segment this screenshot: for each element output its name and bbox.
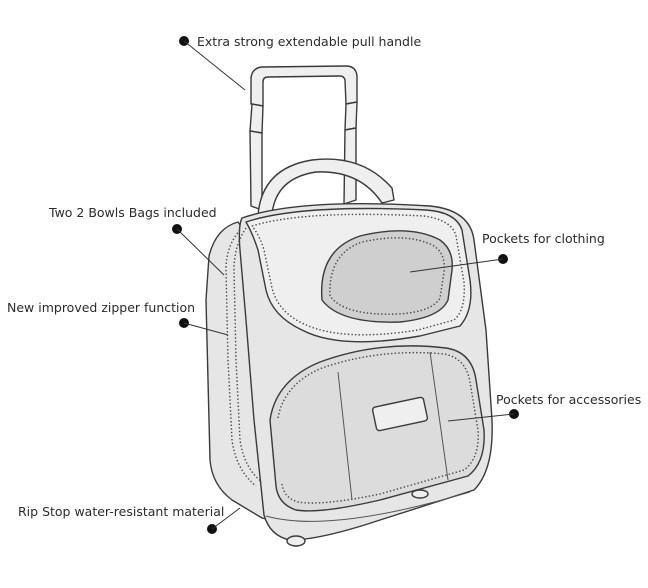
callout-bowls-bags: Two 2 Bowls Bags included [48,205,225,276]
callout-pockets-clothing: Pockets for clothing [409,231,605,273]
label-zipper: New improved zipper function [7,300,195,315]
label-bowls-bags: Two 2 Bowls Bags included [48,205,217,220]
name-tag-window [371,396,429,432]
rolling-bag-illustration [205,65,493,547]
label-rip-stop: Rip Stop water-resistant material [18,504,224,519]
callout-zipper: New improved zipper function [7,300,229,336]
clothing-pocket [320,230,453,323]
accessory-pocket-zipper [277,351,479,504]
callout-pull-handle: Extra strong extendable pull handle [179,34,421,91]
wheel-icon [411,489,429,499]
label-pockets-clothing: Pockets for clothing [482,231,605,246]
side-zipper [225,229,257,487]
callout-rip-stop: Rip Stop water-resistant material [18,504,241,534]
label-pockets-accessories: Pockets for accessories [496,392,641,407]
callout-pockets-accessories: Pockets for accessories [447,392,641,422]
label-pull-handle: Extra strong extendable pull handle [197,34,421,49]
side-zipper-2 [233,227,263,483]
clothing-pocket-zipper [329,237,445,315]
wheel-icon [286,535,306,547]
carry-handle [257,158,395,216]
